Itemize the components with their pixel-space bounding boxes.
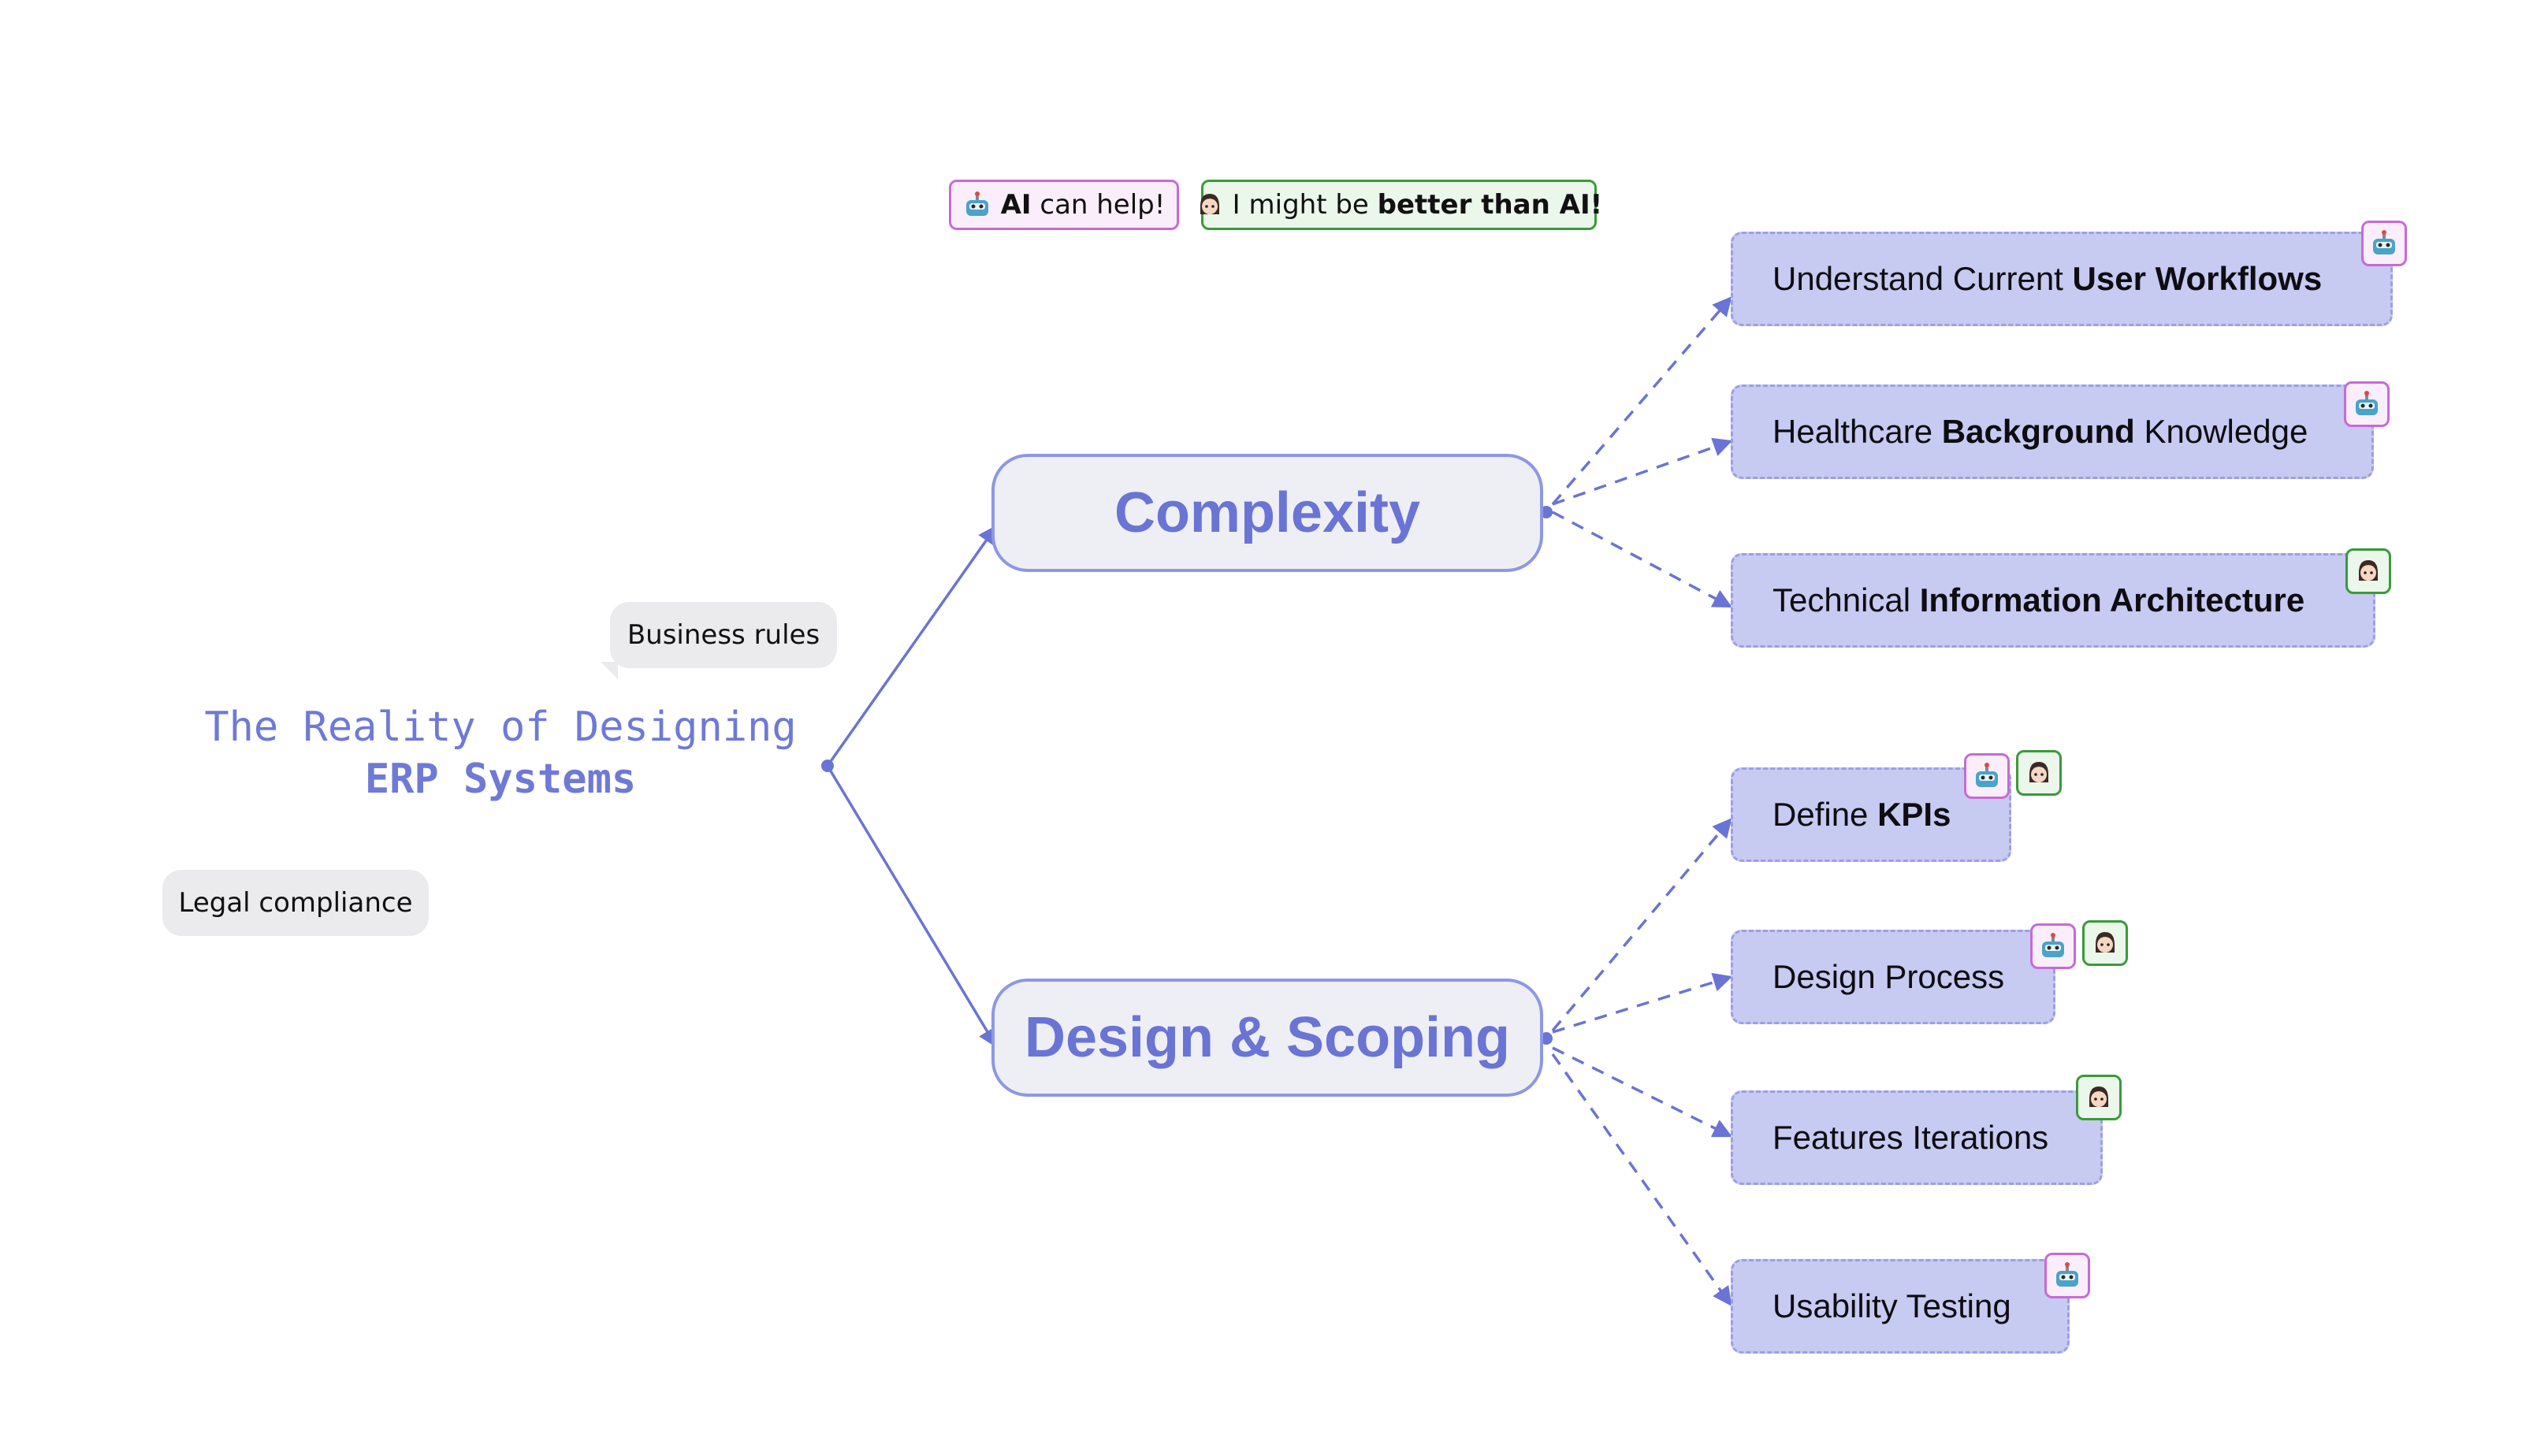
leaf-usability-testing[interactable]: Usability Testing	[1731, 1259, 2070, 1354]
complexity-node[interactable]: Complexity	[991, 454, 1543, 572]
leaf-usability-label: Usability Testing	[1772, 1287, 2011, 1324]
connector-root-design	[826, 765, 998, 1049]
legal-compliance-label: Legal compliance	[178, 887, 413, 919]
leaf-information-architecture[interactable]: Technical Information Architecture	[1731, 553, 2375, 648]
connector-design-process	[1552, 972, 1733, 1034]
leaf-architecture-pre: Technical	[1772, 581, 1920, 618]
leaf-design-process-human-badge	[2082, 920, 2128, 966]
robot-icon	[963, 191, 991, 219]
connector-usability	[1551, 1053, 1732, 1306]
connector-workflows	[1551, 296, 1732, 506]
leaf-design-process-label: Design Process	[1772, 958, 2005, 995]
leaf-kpis-human-badge	[2016, 750, 2062, 796]
robot-icon	[2373, 230, 2395, 254]
complexity-label: Complexity	[1114, 481, 1421, 544]
legend-human-text: I might be	[1223, 189, 1378, 221]
legend-human-chip[interactable]: I might be better than AI!	[1200, 180, 1602, 230]
business-rules-label: Business rules	[627, 619, 820, 651]
leaf-user-workflows-ai-badge	[2361, 221, 2407, 266]
robot-icon	[2356, 391, 2378, 415]
connector-features	[1552, 1046, 1733, 1138]
leaf-background-knowledge[interactable]: Healthcare Background Knowledge	[1731, 384, 2374, 479]
legend-human-bold: better than AI!	[1377, 189, 1603, 221]
design-scoping-label: Design & Scoping	[1024, 1006, 1511, 1069]
robot-icon	[2056, 1262, 2078, 1287]
leaf-background-bold: Background	[1941, 413, 2135, 450]
leaf-background-pre: Healthcare	[1772, 413, 1942, 450]
leaf-design-process[interactable]: Design Process	[1731, 930, 2055, 1024]
person-icon	[2089, 1086, 2108, 1107]
leaf-features-label: Features Iterations	[1772, 1119, 2049, 1156]
person-icon	[2029, 762, 2048, 782]
leaf-user-workflows-bold: User Workflows	[2072, 260, 2323, 297]
business-rules-bubble-tail	[601, 662, 618, 679]
leaf-user-workflows-pre: Understand Current	[1772, 260, 2073, 297]
leaf-user-workflows[interactable]: Understand Current User Workflows	[1731, 232, 2393, 326]
business-rules-bubble[interactable]: Business rules	[610, 602, 837, 668]
complexity-connectors	[1551, 296, 1733, 608]
robot-icon	[2042, 933, 2064, 957]
leaf-background-post: Knowledge	[2134, 413, 2308, 450]
page-title: The Reality of Designing ERP Systems	[118, 701, 883, 805]
legend-ai-bold: AI	[1000, 189, 1032, 221]
leaf-architecture-human-badge	[2345, 548, 2391, 594]
legend-ai-text: can help!	[1031, 189, 1166, 221]
leaf-usability-ai-badge	[2044, 1253, 2090, 1298]
legend-ai-chip[interactable]: AI can help!	[949, 180, 1179, 230]
design-connectors	[1551, 818, 1733, 1306]
legal-compliance-bubble[interactable]: Legal compliance	[162, 870, 429, 936]
leaf-kpis-ai-badge	[1964, 753, 2010, 799]
leaf-design-process-ai-badge	[2030, 923, 2076, 969]
connector-kpis	[1551, 818, 1732, 1032]
connector-background	[1552, 437, 1733, 506]
title-line-1: The Reality of Designing	[204, 704, 797, 751]
leaf-kpis-pre: Define	[1772, 796, 1878, 833]
connector-architecture	[1552, 511, 1733, 608]
person-icon	[1196, 191, 1224, 219]
leaf-features-human-badge	[2076, 1075, 2122, 1120]
leaf-architecture-bold: Information Architecture	[1919, 581, 2305, 618]
leaf-features-iterations[interactable]: Features Iterations	[1731, 1090, 2103, 1185]
design-scoping-node[interactable]: Design & Scoping	[991, 979, 1543, 1097]
leaf-background-ai-badge	[2344, 381, 2390, 427]
leaf-kpis-bold: KPIs	[1877, 796, 1951, 833]
person-icon	[2096, 932, 2115, 953]
person-icon	[2359, 560, 2378, 581]
robot-icon	[1976, 763, 1998, 787]
title-line-2: ERP Systems	[364, 756, 637, 803]
